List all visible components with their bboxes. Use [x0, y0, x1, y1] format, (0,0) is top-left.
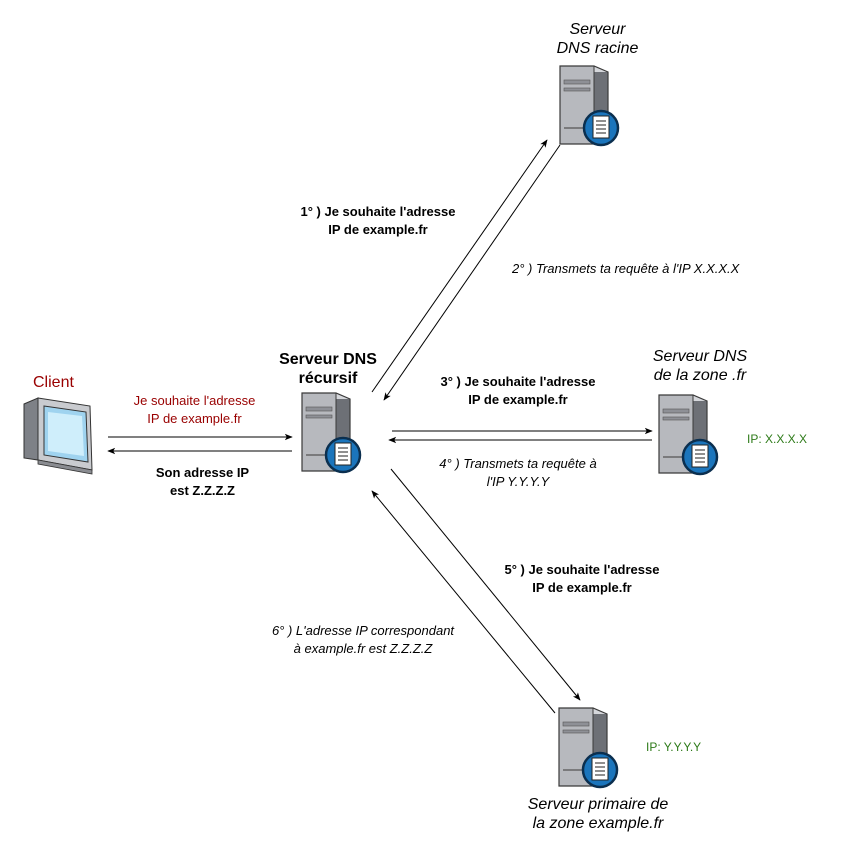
zone-fr-server-icon [657, 393, 719, 476]
zone-fr-server-title: Serveur DNS de la zone .fr [652, 348, 748, 384]
step4-label: 4° ) Transmets ta requête à l'IP Y.Y.Y.Y [439, 456, 597, 489]
arrow-step1 [371, 139, 548, 393]
primary-server-title: Serveur primaire de la zone example.fr [527, 796, 669, 832]
arrow-step5 [390, 468, 581, 701]
arrow-step6 [371, 490, 556, 714]
recursive-server-title: Serveur DNS récursif [279, 351, 377, 387]
arrow-step2 [383, 144, 561, 401]
step6-label: 6° ) L'adresse IP correspondant à exampl… [271, 623, 455, 656]
recursive-server-icon [300, 391, 362, 474]
client-request-label: Je souhaite l'adresse IP de example.fr [133, 393, 256, 426]
step2-label: 2° ) Transmets ta requête à l'IP X.X.X.X [512, 261, 740, 276]
desktop-computer-icon [23, 397, 93, 475]
connectors [107, 139, 653, 714]
step5-label: 5° ) Je souhaite l'adresse IP de example… [504, 562, 660, 595]
client-response-label: Son adresse IP est Z.Z.Z.Z [155, 465, 250, 498]
root-server-title: Serveur DNS racine [556, 21, 639, 57]
root-server-icon [558, 64, 620, 147]
primary-ip: IP: Y.Y.Y.Y [646, 740, 702, 754]
step1-label: 1° ) Je souhaite l'adresse IP de example… [300, 204, 456, 237]
client-title: Client [33, 374, 74, 391]
primary-server-icon [557, 706, 619, 789]
step3-label: 3° ) Je souhaite l'adresse IP de example… [440, 374, 596, 407]
zone-fr-ip: IP: X.X.X.X [747, 432, 808, 446]
